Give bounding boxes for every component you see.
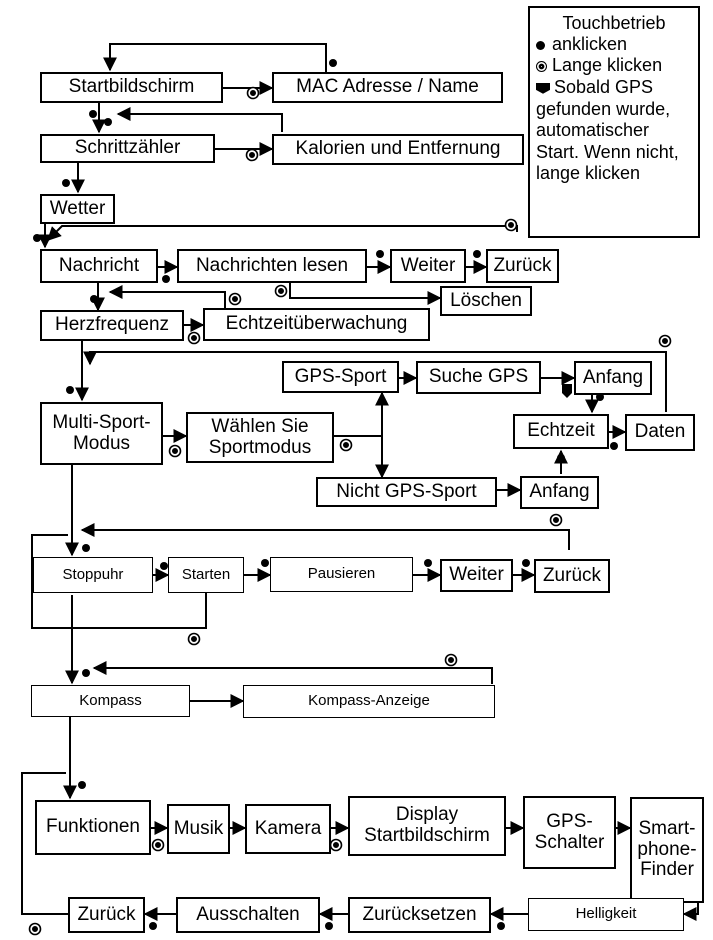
node-zurueck-nachricht: Zurück bbox=[486, 249, 559, 283]
node-gps-schalter: GPS- Schalter bbox=[523, 796, 616, 869]
gps-tag-icon bbox=[536, 82, 550, 94]
node-zurueck-stoppuhr: Zurück bbox=[534, 559, 610, 593]
node-wetter: Wetter bbox=[40, 194, 115, 224]
node-waehlen-sportmodus: Wählen Sie Sportmodus bbox=[186, 412, 334, 463]
node-nachrichten-lesen: Nachrichten lesen bbox=[177, 249, 367, 283]
legend-long-press-label: Lange klicken bbox=[552, 55, 663, 76]
node-herzfrequenz: Herzfrequenz bbox=[40, 310, 184, 341]
node-zuruecksetzen: Zurücksetzen bbox=[348, 897, 491, 933]
node-ausschalten: Ausschalten bbox=[176, 897, 320, 933]
node-kalorien-entfernung: Kalorien und Entfernung bbox=[272, 134, 524, 165]
legend-gps-note-text: Sobald GPS gefunden wurde, automatischer… bbox=[536, 76, 679, 184]
node-daten: Daten bbox=[625, 414, 695, 451]
node-helligkeit: Helligkeit bbox=[528, 898, 684, 931]
node-startbildschirm: Startbildschirm bbox=[40, 72, 223, 103]
node-weiter-stoppuhr: Weiter bbox=[440, 559, 513, 592]
node-multi-sport-modus: Multi-Sport- Modus bbox=[40, 402, 163, 465]
node-weiter-nachricht: Weiter bbox=[390, 249, 466, 283]
node-mac-adresse: MAC Adresse / Name bbox=[272, 72, 503, 103]
legend: Touchbetrieb anklicken Lange klicken Sob… bbox=[528, 6, 700, 238]
node-smartphone-finder: Smart- phone- Finder bbox=[630, 797, 704, 903]
node-musik: Musik bbox=[167, 804, 230, 854]
node-nachricht: Nachricht bbox=[40, 249, 158, 283]
node-anfang-gps: Anfang bbox=[574, 361, 652, 395]
node-stoppuhr: Stoppuhr bbox=[33, 557, 153, 593]
node-starten: Starten bbox=[168, 557, 244, 593]
tap-dot-icon bbox=[536, 40, 545, 50]
node-kamera: Kamera bbox=[245, 804, 331, 854]
node-echtzeit: Echtzeit bbox=[513, 414, 609, 449]
legend-long-press: Lange klicken bbox=[536, 55, 692, 77]
node-anfang-nicht-gps: Anfang bbox=[520, 476, 599, 509]
legend-tap: anklicken bbox=[536, 34, 692, 56]
node-pausieren: Pausieren bbox=[270, 557, 413, 592]
legend-title: Touchbetrieb bbox=[562, 13, 666, 33]
node-loeschen: Löschen bbox=[440, 286, 532, 316]
node-kompass: Kompass bbox=[31, 685, 190, 717]
node-funktionen: Funktionen bbox=[35, 800, 151, 855]
legend-gps-note: Sobald GPS gefunden wurde, automatischer… bbox=[536, 77, 692, 185]
node-schrittzaehler: Schrittzähler bbox=[40, 134, 215, 163]
legend-tap-label: anklicken bbox=[552, 33, 628, 54]
node-zurueck-funktionen: Zurück bbox=[68, 897, 145, 933]
node-echtzeitueberwachung: Echtzeitüberwachung bbox=[203, 308, 430, 341]
node-gps-sport: GPS-Sport bbox=[282, 361, 399, 393]
node-kompass-anzeige: Kompass-Anzeige bbox=[243, 685, 495, 718]
node-suche-gps: Suche GPS bbox=[416, 361, 541, 394]
node-nicht-gps-sport: Nicht GPS-Sport bbox=[316, 477, 497, 507]
node-display-startbildschirm: Display Startbildschirm bbox=[348, 796, 506, 856]
long-press-ring-icon bbox=[536, 61, 547, 73]
